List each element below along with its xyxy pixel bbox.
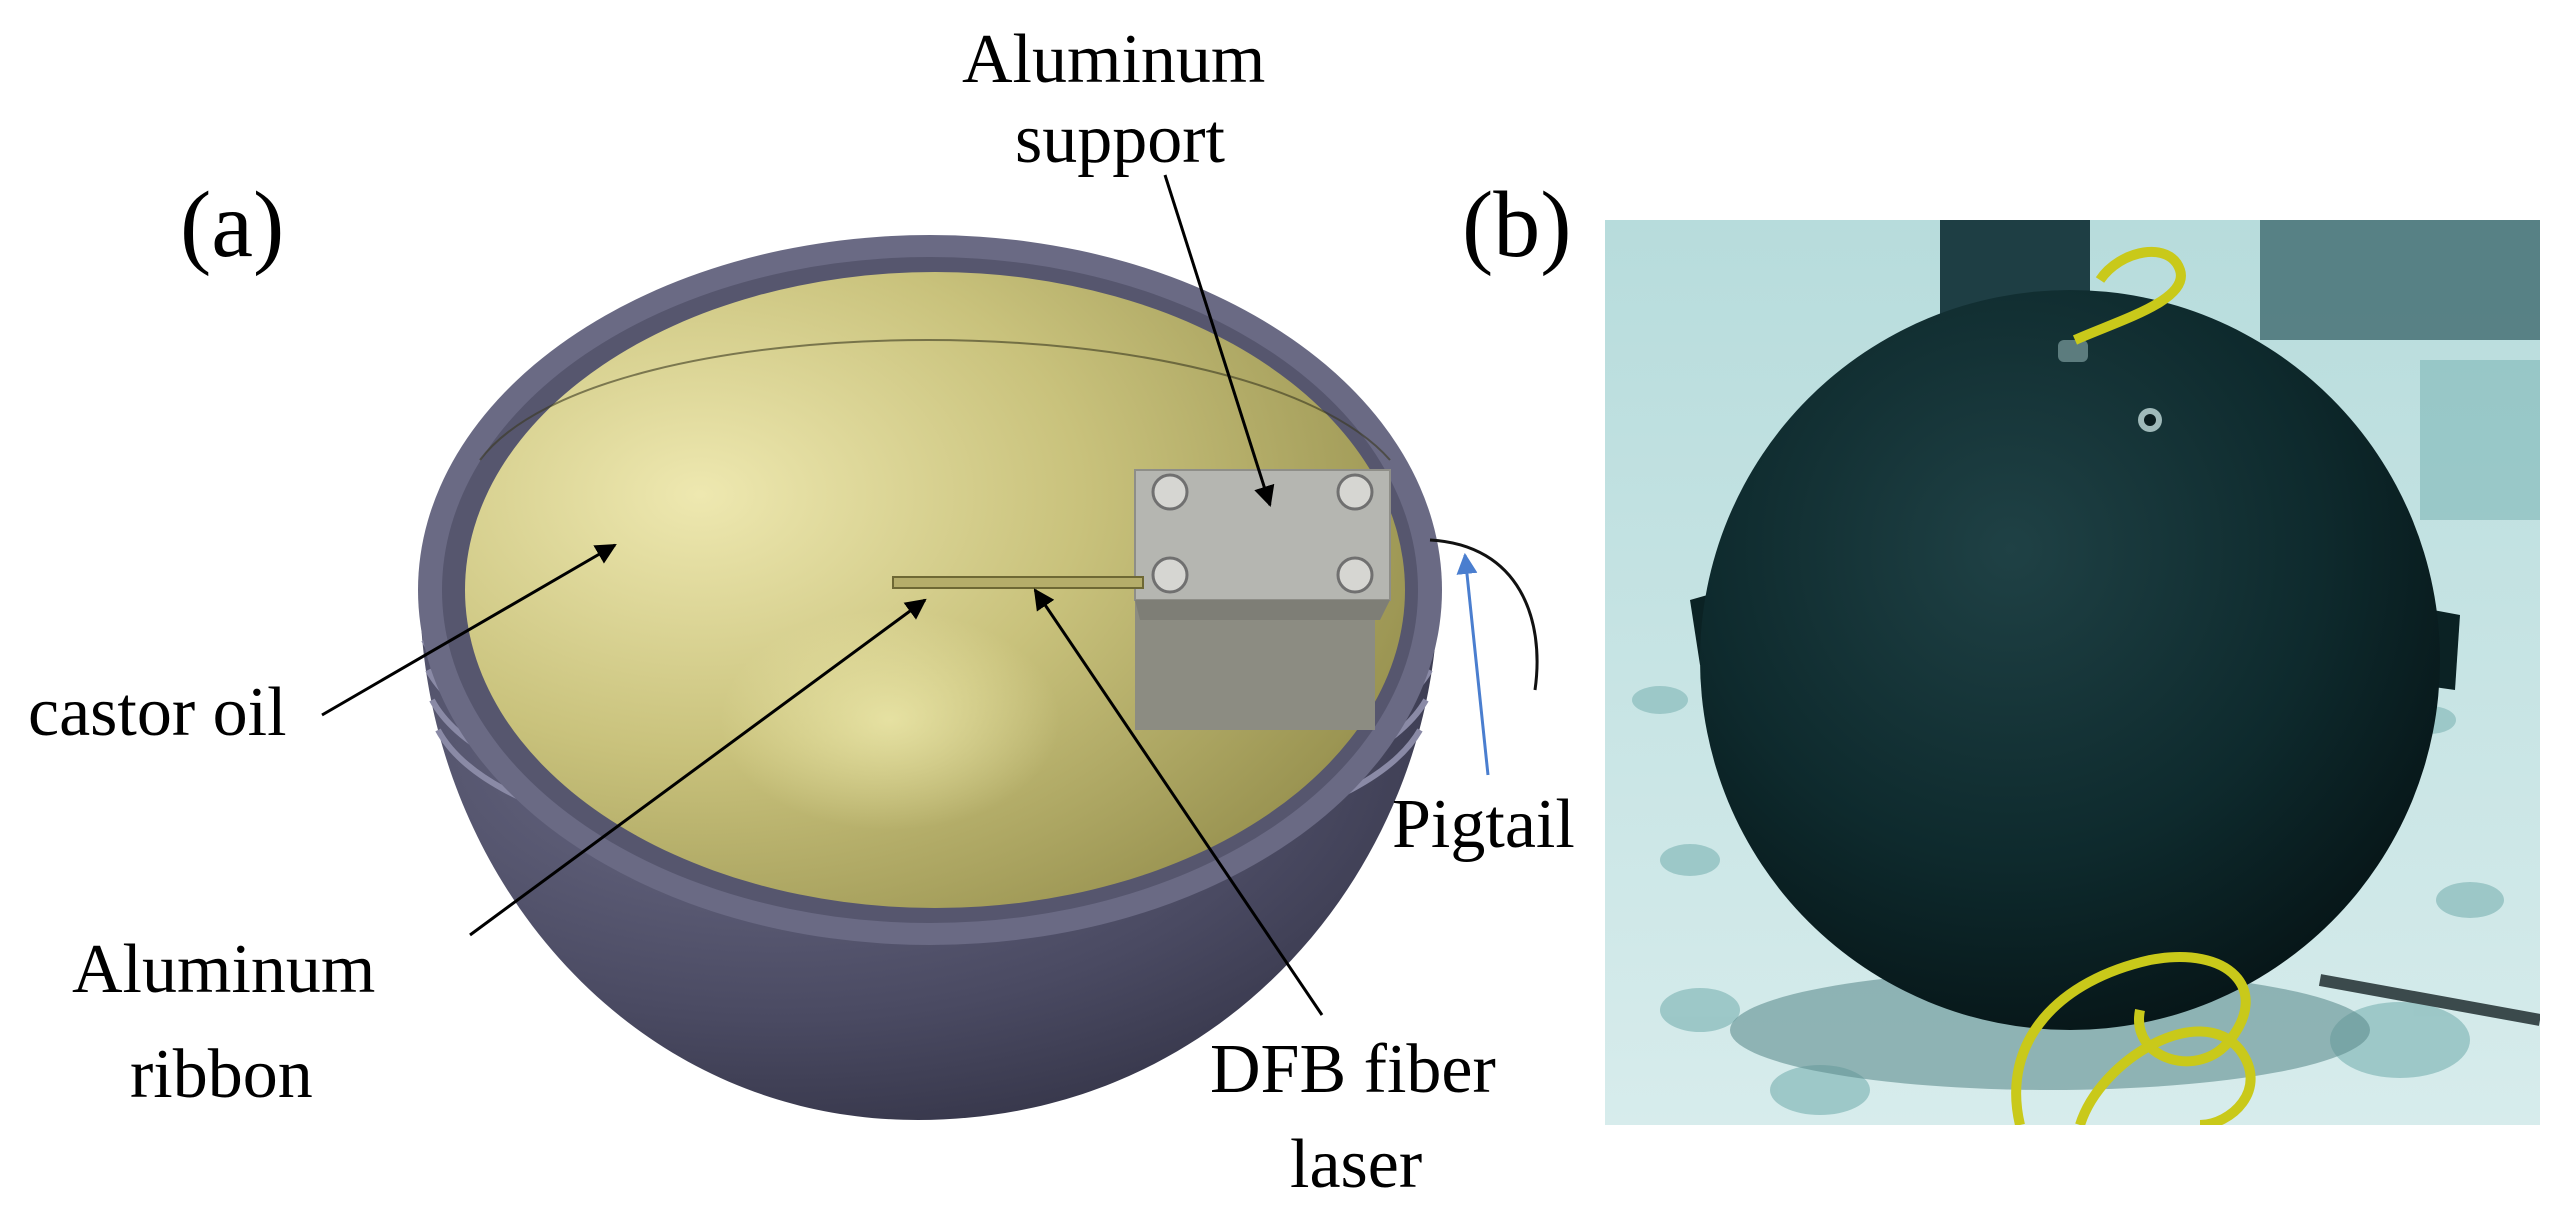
yellow-cables [2011,247,2256,1125]
aluminum-support-block [1134,469,1391,730]
castor-oil-surface [465,272,1405,908]
label-aluminum-support-line2: support [1015,101,1225,178]
label-aluminum-ribbon-line1: Aluminum [72,931,376,1008]
arrow-pigtail [1456,552,1490,776]
panel-label-b: (b) [1462,173,1572,277]
label-dfb-fiber-laser-line1: DFB fiber [1210,1031,1496,1108]
label-aluminum-ribbon-line2: ribbon [130,1036,313,1113]
panel-label-a: (a) [180,173,285,277]
label-pigtail: Pigtail [1392,786,1575,863]
arrow-aluminum-support [1163,174,1275,508]
arrow-aluminum-ribbon [469,598,927,937]
panel-a-illustration [321,174,1539,1120]
sensor-sphere [1700,290,2440,1030]
arrow-castor-oil [321,543,617,717]
label-castor-oil: castor oil [28,674,287,751]
label-aluminum-support-line1: Aluminum [962,21,1266,98]
pigtail-fiber [1429,538,1539,691]
aluminum-ribbon [892,576,1144,589]
label-dfb-fiber-laser-line2: laser [1290,1126,1423,1203]
arrow-dfb-fiber-laser [1033,588,1324,1016]
